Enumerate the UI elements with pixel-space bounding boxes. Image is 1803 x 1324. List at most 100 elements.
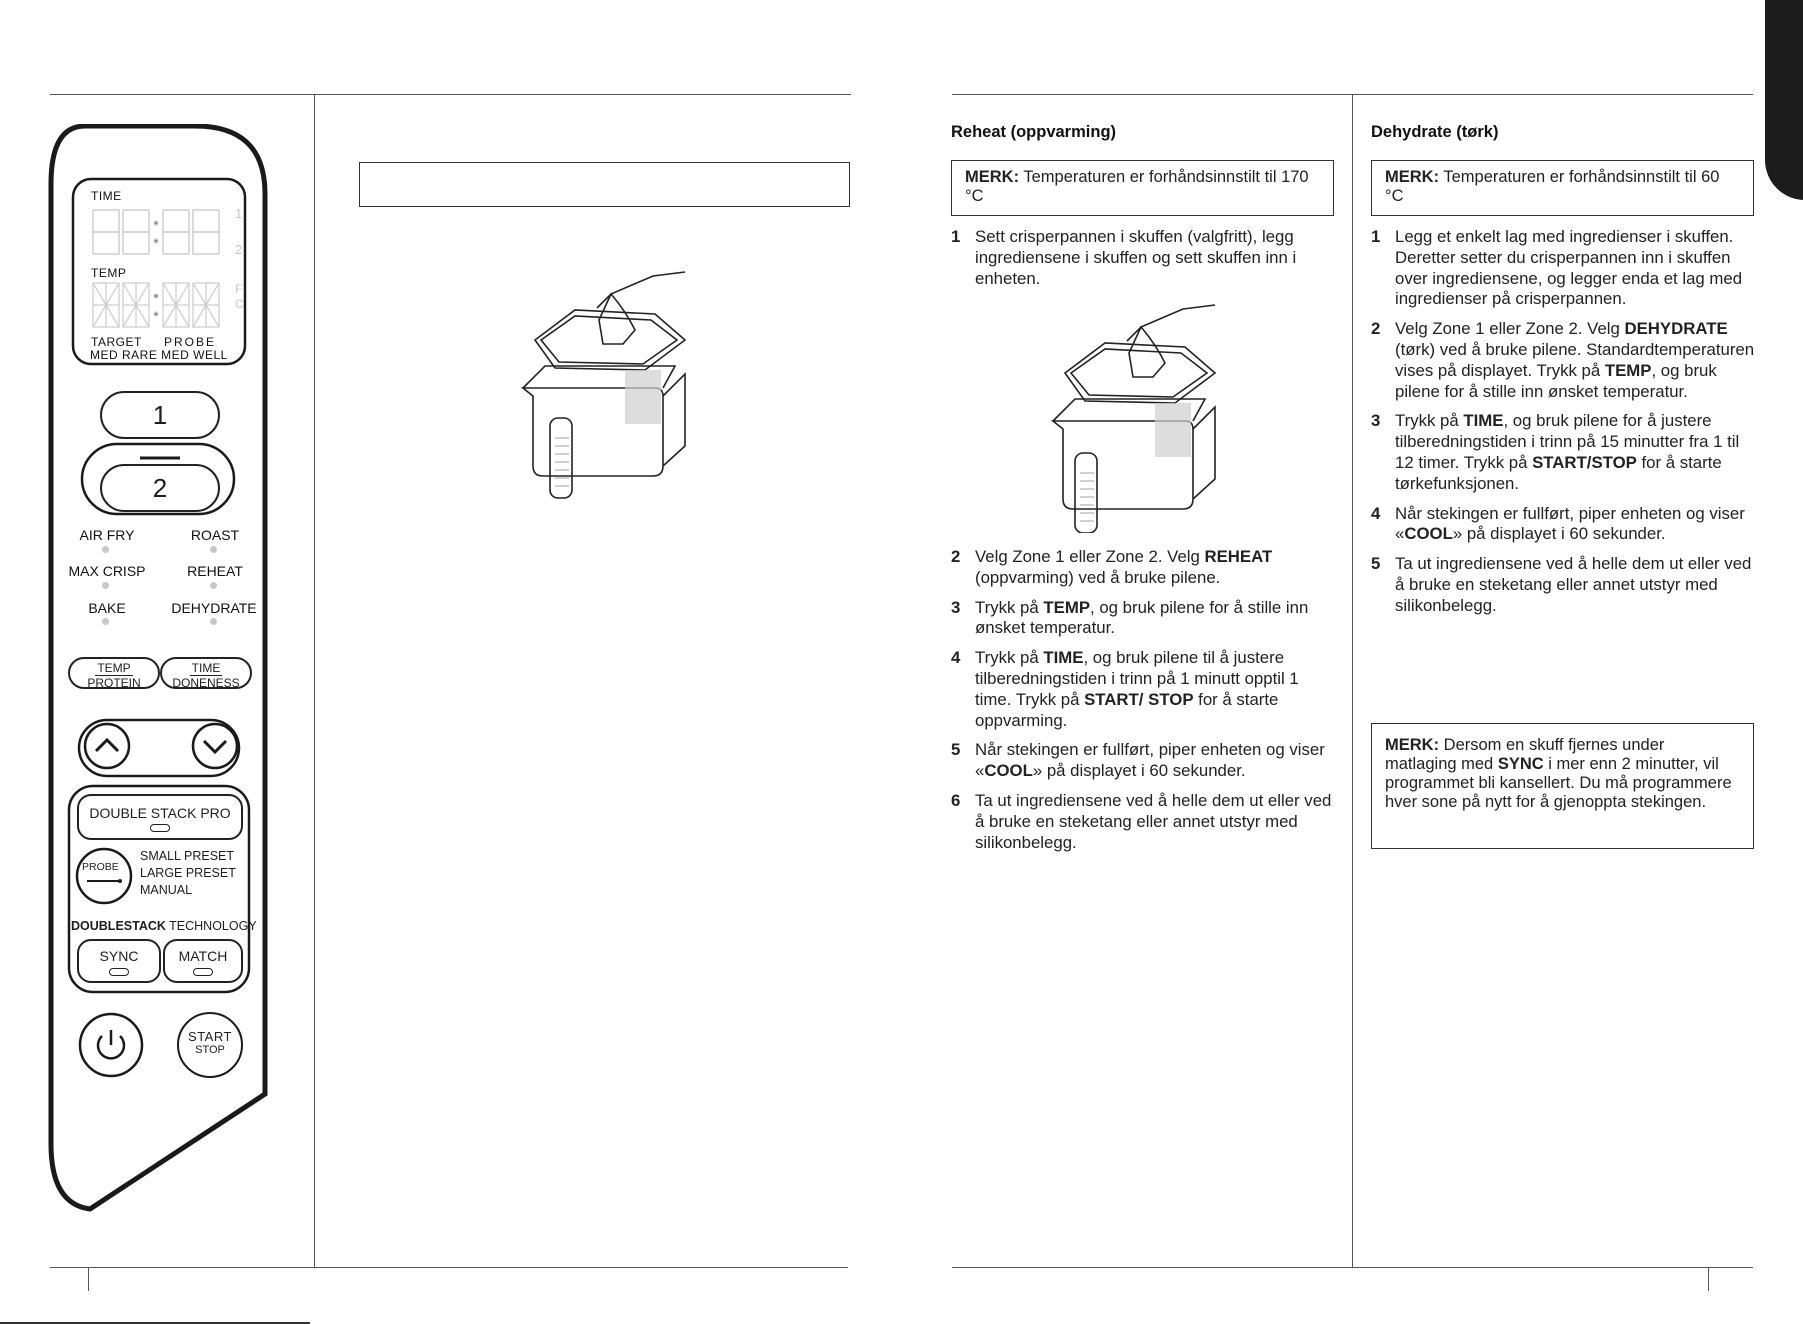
time-digit-1 [92, 209, 120, 255]
lcd-celsius-indicator: C [235, 297, 245, 311]
column-divider-right [1352, 94, 1353, 1267]
match-led [193, 968, 213, 976]
probe-button-label[interactable]: PROBE [82, 861, 119, 873]
basket-illustration-left [520, 271, 687, 499]
step-number: 4 [951, 648, 961, 668]
power-icon [96, 1030, 126, 1060]
step-number: 5 [1371, 554, 1381, 574]
roast-indicator [210, 546, 217, 553]
double-stack-pro-led [150, 824, 170, 832]
lcd-temp-label: TEMP [91, 266, 127, 280]
lcd-zone1-indicator: 1 [235, 206, 243, 221]
bake-indicator [102, 618, 109, 625]
step-number: 5 [951, 740, 961, 760]
function-reheat[interactable]: REHEAT [187, 563, 243, 579]
temp-label: TEMP [95, 661, 133, 676]
lcd-doneness-label: MED RARE MED WELL [90, 348, 228, 362]
bottom-rule-right [952, 1267, 1753, 1268]
lcd-probe-label: PROBE [164, 335, 217, 349]
lcd-time-label: TIME [91, 189, 122, 203]
reheat-indicator [210, 582, 217, 589]
dehydrate-note-text: Temperaturen er forhåndsinnstilt til 60 … [1385, 168, 1720, 205]
footer-tick-right [1708, 1267, 1709, 1291]
sync-label: SYNC [99, 948, 139, 964]
preset-manual: MANUAL [140, 883, 193, 897]
power-button[interactable] [78, 1012, 144, 1078]
column-divider-left [314, 94, 315, 1267]
lcd-target-label: TARGET [91, 335, 142, 349]
step-number: 1 [1371, 227, 1381, 246]
step-number: 3 [1371, 411, 1381, 431]
chevron-up-icon [94, 737, 120, 753]
sync-led [109, 968, 129, 976]
control-panel-outline [48, 124, 268, 1212]
stop-label: STOP [195, 1044, 225, 1056]
protein-label: PROTEIN [87, 676, 141, 690]
start-label: START [188, 1029, 232, 1044]
function-dehydrate[interactable]: DEHYDRATE [171, 600, 257, 616]
function-max-crisp[interactable]: MAX CRISP [68, 563, 146, 579]
lcd-zone2-indicator: 2 [235, 242, 243, 257]
dehydrate-indicator [210, 618, 217, 625]
double-stack-pro-label: DOUBLE STACK PRO [89, 805, 231, 821]
dehydrate-heading: Dehydrate (tørk) [1371, 123, 1499, 141]
footer-line-bottom [0, 1322, 310, 1324]
match-button[interactable]: MATCH [163, 939, 243, 983]
time-label: TIME [189, 661, 223, 676]
footer-tick-left [88, 1267, 89, 1291]
top-rule-left [50, 94, 851, 95]
air-fry-indicator [102, 546, 109, 553]
dehydrate-note-label: MERK: [1385, 168, 1440, 186]
start-stop-button[interactable]: START STOP [177, 1012, 243, 1078]
preset-large: LARGE PRESET [140, 866, 236, 880]
max-crisp-indicator [102, 582, 109, 589]
dehydrate-sync-note: MERK: Dersom en skuff fjernes under matl… [1371, 723, 1754, 849]
reheat-heading: Reheat (oppvarming) [951, 123, 1117, 141]
step-number: 6 [951, 790, 961, 810]
step-number: 1 [951, 227, 961, 246]
doneness-label: DONENESS [172, 676, 240, 690]
step-number: 2 [951, 547, 961, 566]
chevron-down-icon [202, 739, 228, 755]
doublestack-technology-label: DOUBLESTACK TECHNOLOGY [71, 919, 257, 933]
arrow-up-button[interactable] [83, 722, 131, 770]
function-air-fry[interactable]: AIR FRY [79, 527, 135, 543]
zone-2-button[interactable]: 2 [100, 464, 220, 512]
basket-illustration-right [1050, 304, 1217, 533]
dehydrate-note: MERK: Temperaturen er forhåndsinnstilt t… [1371, 160, 1754, 216]
sync-note-label: MERK: [1385, 736, 1440, 754]
function-bake[interactable]: BAKE [88, 600, 126, 616]
step-number: 4 [1371, 503, 1381, 523]
reheat-note-label: MERK: [965, 168, 1020, 186]
empty-note-box [359, 162, 850, 207]
reheat-note-text: Temperaturen er forhåndsinnstilt til 170… [965, 168, 1309, 205]
lcd-fahrenheit-indicator: F [235, 282, 243, 296]
double-stack-pro-button[interactable]: DOUBLE STACK PRO [77, 794, 243, 840]
bottom-rule-left [50, 1267, 848, 1268]
zone-1-button[interactable]: 1 [100, 391, 220, 439]
preset-small: SMALL PRESET [140, 849, 235, 863]
sync-button[interactable]: SYNC [77, 939, 161, 983]
temp-protein-button[interactable]: TEMP PROTEIN [68, 657, 160, 690]
time-doneness-button[interactable]: TIME DONENESS [160, 657, 252, 690]
step-number: 3 [951, 597, 961, 617]
function-roast[interactable]: ROAST [190, 527, 240, 543]
arrow-down-button[interactable] [191, 722, 239, 770]
step-number: 2 [1371, 319, 1381, 339]
chapter-tab [1765, 0, 1803, 200]
match-label: MATCH [178, 948, 228, 964]
